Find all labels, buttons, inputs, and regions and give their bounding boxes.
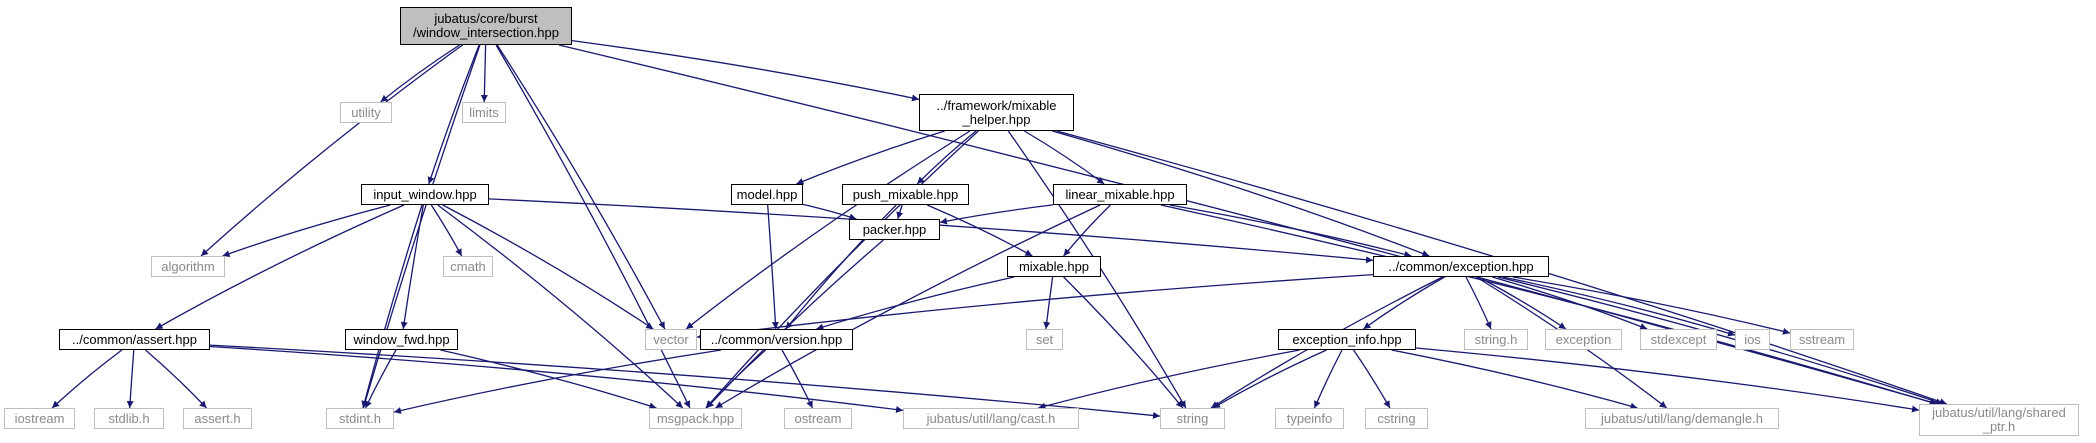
edge-exception-to-exception-info (1363, 276, 1445, 330)
edge-packer-to-msgpack (706, 239, 884, 409)
edge-root-to-utility (380, 44, 460, 103)
node-linear-mixable[interactable]: linear_mixable.hpp (1053, 184, 1187, 205)
edge-layer (51, 39, 1948, 419)
node-push-mixable[interactable]: push_mixable.hpp (842, 184, 969, 205)
node-string-h: string.h (1464, 329, 1528, 350)
edge-mixable-helper-to-exception (1052, 130, 1430, 257)
edge-mixable-to-version (816, 276, 1015, 331)
edge-root-to-input-window (427, 44, 480, 185)
edge-mixable-helper-to-push-mixable (916, 130, 977, 185)
node-ostream: ostream (784, 408, 852, 429)
node-exception[interactable]: ../common/exception.hpp (1373, 256, 1549, 277)
edge-assert-hpp-to-cast-h (209, 345, 904, 413)
edge-push-mixable-to-mixable (926, 204, 1033, 257)
edge-exception-to-stdexcept (1492, 276, 1648, 330)
node-set: set (1026, 329, 1063, 350)
node-ios: ios (1735, 329, 1770, 350)
edge-root-to-msgpack (495, 44, 691, 409)
node-exception-info[interactable]: exception_info.hpp (1278, 329, 1416, 350)
node-input-window[interactable]: input_window.hpp (361, 184, 489, 205)
edge-root-to-mixable-helper (571, 39, 920, 102)
edge-version-to-ostream (781, 349, 814, 409)
edge-exception-to-string-h (1465, 276, 1492, 330)
edge-exception-to-ios (1502, 276, 1736, 337)
node-msgpack: msgpack.hpp (649, 408, 742, 429)
edge-input-window-to-stdint-h (361, 204, 423, 409)
edge-exception-info-to-typeinfo (1313, 349, 1343, 409)
node-window-fwd[interactable]: window_fwd.hpp (345, 329, 458, 350)
edge-exception-to-shared-ptr (1497, 276, 1944, 406)
edge-exception-info-to-string (1212, 349, 1327, 409)
node-algorithm: algorithm (151, 256, 225, 277)
edge-exception-info-to-cstring (1353, 349, 1391, 409)
edge-window-fwd-to-msgpack (440, 349, 657, 410)
edge-assert-hpp-to-assert-h (145, 349, 207, 409)
node-cstring: cstring (1365, 408, 1428, 429)
edge-root-to-algorithm (200, 44, 463, 257)
node-demangle-h: jubatus/util/lang/demangle.h (1585, 408, 1779, 429)
node-vector: vector (645, 329, 697, 350)
node-cast-h: jubatus/util/lang/cast.h (903, 408, 1079, 429)
edge-input-window-to-assert-hpp (155, 204, 405, 330)
node-stdexcept: stdexcept (1640, 329, 1717, 350)
edge-input-window-to-algorithm (222, 204, 391, 257)
edge-exception-info-to-shared-ptr (1415, 347, 1920, 413)
edge-input-window-to-msgpack (437, 204, 684, 409)
edge-input-window-to-window-fwd (400, 204, 424, 330)
node-typeinfo: typeinfo (1275, 408, 1344, 429)
node-packer[interactable]: packer.hpp (849, 219, 940, 240)
node-stdint-h: stdint.h (326, 408, 394, 429)
edge-window-fwd-to-stdint-h (364, 349, 397, 409)
node-iostream: iostream (4, 408, 75, 429)
node-limits: limits (462, 102, 506, 123)
edge-linear-mixable-to-mixable (1063, 204, 1111, 257)
edge-version-to-msgpack (705, 349, 767, 409)
node-sstream: sstream (1790, 329, 1854, 350)
node-cmath: cmath (443, 256, 493, 277)
node-std-exception: exception (1545, 329, 1622, 350)
node-stdlib-h: stdlib.h (94, 408, 164, 429)
edge-root-to-limits (480, 44, 488, 103)
node-utility: utility (340, 102, 392, 123)
edge-exception-info-to-cast-h (1038, 349, 1300, 410)
edge-exception-info-to-demangle-h (1391, 349, 1638, 410)
node-assert-hpp[interactable]: ../common/assert.hpp (59, 329, 210, 350)
edge-assert-hpp-to-string (209, 344, 1161, 419)
edge-mixable-helper-to-vector (685, 130, 971, 330)
edge-model-to-version (767, 204, 779, 330)
edge-linear-mixable-to-packer (939, 204, 1054, 225)
edge-exception-to-vector (696, 273, 1374, 340)
edge-mixable-to-set (1043, 276, 1054, 330)
node-assert-h: assert.h (183, 408, 252, 429)
edge-input-window-to-cmath (430, 204, 463, 257)
edge-assert-hpp-to-stdlib-h (126, 349, 135, 409)
edge-exception-to-std-exception (1478, 276, 1567, 330)
edge-root-to-vector (496, 44, 666, 330)
edge-exception-to-sstream (1512, 276, 1791, 335)
edge-mixable-helper-to-model (796, 130, 945, 185)
edge-mixable-helper-to-linear-mixable (1024, 130, 1105, 185)
edge-mixable-to-string (1063, 276, 1184, 409)
node-string: string (1160, 408, 1225, 429)
edge-push-mixable-to-packer (896, 204, 904, 220)
edge-input-window-to-exception (488, 198, 1374, 264)
edge-model-to-packer (802, 203, 857, 221)
node-mixable[interactable]: mixable.hpp (1007, 256, 1101, 277)
edge-linear-mixable-to-exception (1169, 204, 1412, 258)
edge-assert-hpp-to-iostream (51, 349, 123, 409)
edge-linear-mixable-to-shared-ptr (1160, 204, 1937, 406)
node-root[interactable]: jubatus/core/burst /window_intersection.… (400, 7, 572, 45)
node-model[interactable]: model.hpp (731, 184, 803, 205)
edge-root-to-stdint-h (362, 44, 481, 409)
node-shared-ptr: jubatus/util/lang/shared _ptr.h (1919, 404, 2079, 436)
node-version[interactable]: ../common/version.hpp (700, 329, 853, 350)
edge-input-window-to-vector (442, 204, 654, 330)
edge-version-to-stdint-h (393, 349, 722, 414)
node-mixable-helper[interactable]: ../framework/mixable _helper.hpp (919, 94, 1074, 131)
